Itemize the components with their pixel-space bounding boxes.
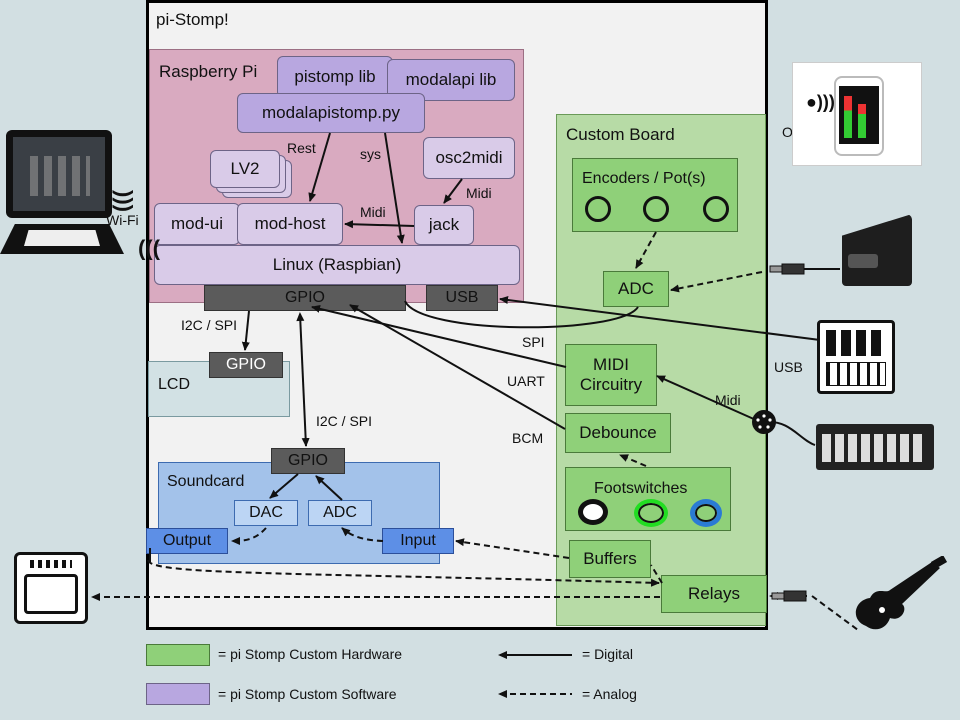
phone-fader-2 bbox=[858, 104, 866, 138]
footswitch-icon-3 bbox=[690, 499, 722, 527]
controller-pads bbox=[826, 330, 886, 356]
wifi-icon-laptop: ))) bbox=[111, 190, 137, 212]
legend-software-swatch bbox=[146, 683, 210, 705]
midi-label-jack: Midi bbox=[360, 204, 386, 220]
usb-label: USB bbox=[774, 359, 803, 375]
i2c-spi-soundcard-label: I2C / SPI bbox=[316, 413, 373, 429]
encoders-label: Encoders / Pot(s) bbox=[582, 170, 706, 187]
phone-fader-1 bbox=[844, 96, 852, 138]
jack-plug-expression bbox=[769, 263, 840, 275]
pistomp-title: pi-Stomp! bbox=[156, 10, 229, 29]
soundcard-adc-box: ADC bbox=[308, 500, 372, 526]
mod-host-box: mod-host bbox=[237, 203, 343, 245]
rpi-usb-port: USB bbox=[426, 285, 498, 311]
jack-plug-guitar bbox=[771, 590, 807, 602]
modalapistomp-box: modalapistomp.py bbox=[237, 93, 425, 133]
rpi-gpio-header: GPIO bbox=[204, 285, 406, 311]
amplifier-grille bbox=[24, 574, 78, 614]
pistomp-lib-box: pistomp lib bbox=[277, 56, 393, 98]
i2c-spi-lcd-label: I2C / SPI bbox=[181, 317, 238, 333]
footswitch-icon-1 bbox=[578, 499, 608, 525]
output-jack: Output bbox=[146, 528, 228, 554]
knob-icon-1 bbox=[585, 196, 611, 222]
wifi-label: Wi-Fi bbox=[106, 212, 139, 228]
raspberry-pi-title: Raspberry Pi bbox=[159, 62, 258, 81]
legend-digital-label: = Digital bbox=[582, 646, 633, 662]
floor-controller-switches bbox=[822, 434, 922, 462]
amplifier-handle bbox=[30, 560, 72, 568]
knob-icon-2 bbox=[643, 196, 669, 222]
lcd-gpio-header: GPIO bbox=[209, 352, 283, 378]
legend-analog-label: = Analog bbox=[582, 686, 637, 702]
jack-box: jack bbox=[414, 205, 474, 245]
legend-software-label: = pi Stomp Custom Software bbox=[218, 686, 397, 702]
spi-label: SPI bbox=[522, 334, 545, 350]
midi-label-osc2midi: Midi bbox=[466, 185, 492, 201]
midi-circuitry-box: MIDI Circuitry bbox=[565, 344, 657, 406]
sys-label: sys bbox=[360, 146, 381, 162]
board-adc-box: ADC bbox=[603, 271, 669, 307]
dac-box: DAC bbox=[234, 500, 298, 526]
uart-label: UART bbox=[507, 373, 545, 389]
legend-hardware-swatch bbox=[146, 644, 210, 666]
legend-hardware-label: = pi Stomp Custom Hardware bbox=[218, 646, 403, 662]
custom-board-title: Custom Board bbox=[566, 125, 675, 144]
soundcard-title: Soundcard bbox=[167, 473, 245, 490]
soundcard-gpio-header: GPIO bbox=[271, 448, 345, 474]
footswitches-label: Footswitches bbox=[594, 480, 688, 497]
guitar-icon bbox=[855, 556, 948, 630]
buffers-box: Buffers bbox=[569, 540, 651, 578]
wifi-icon-pi: ))) bbox=[138, 239, 160, 264]
bcm-label: BCM bbox=[512, 430, 544, 446]
laptop-keyboard bbox=[24, 230, 100, 246]
mod-ui-box: mod-ui bbox=[154, 203, 240, 245]
footswitch-icon-2 bbox=[634, 499, 668, 527]
lv2-box: LV2 bbox=[210, 150, 280, 188]
knob-icon-3 bbox=[703, 196, 729, 222]
midi-din-icon bbox=[752, 410, 776, 434]
wifi-icon-phone: ●))) bbox=[806, 92, 835, 112]
rest-label: Rest bbox=[287, 140, 316, 156]
laptop-screen-pedals bbox=[30, 156, 90, 196]
controller-keys bbox=[826, 362, 886, 386]
relays-box: Relays bbox=[661, 575, 767, 613]
lcd-title: LCD bbox=[158, 376, 191, 393]
expression-pedal-logo bbox=[848, 254, 878, 268]
osc2midi-box: osc2midi bbox=[423, 137, 515, 179]
linux-box: Linux (Raspbian) bbox=[154, 245, 520, 285]
input-jack: Input bbox=[382, 528, 454, 554]
debounce-box: Debounce bbox=[565, 413, 671, 453]
